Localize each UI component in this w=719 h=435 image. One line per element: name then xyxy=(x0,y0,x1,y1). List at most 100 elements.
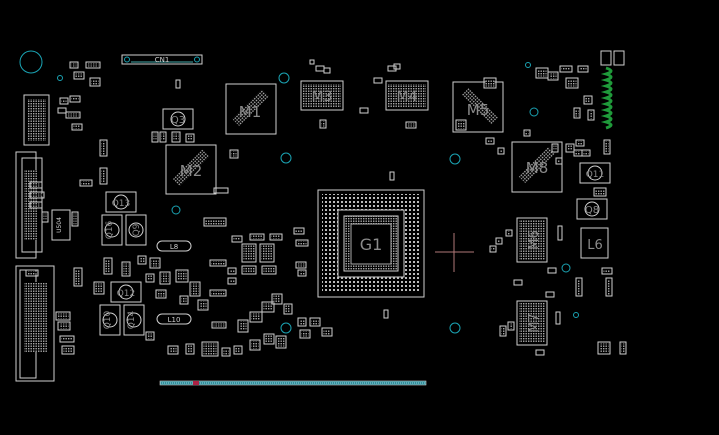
memory-m8[interactable]: M8 xyxy=(511,141,563,193)
smd-component xyxy=(241,243,257,263)
smd-pad xyxy=(169,347,177,353)
smd-component xyxy=(209,259,227,267)
transistor-q10[interactable]: Q10 xyxy=(99,304,121,336)
transistor-q16[interactable]: Q16 xyxy=(101,214,123,246)
transistor-q9[interactable]: Q9 xyxy=(125,214,147,246)
smd-component xyxy=(121,261,131,277)
pcie-edge-connector[interactable] xyxy=(159,380,427,386)
smd-pad xyxy=(251,313,261,321)
memory-m6[interactable]: M6 xyxy=(516,217,548,263)
smd-component xyxy=(201,341,219,357)
l8-label: L8 xyxy=(170,243,178,251)
smd-pad xyxy=(561,67,571,71)
m4-label: M4 xyxy=(397,89,418,105)
smd-pad xyxy=(161,133,165,141)
smd-component xyxy=(73,267,83,287)
smd-pad xyxy=(151,259,159,267)
smd-component xyxy=(249,339,261,351)
transistor-q14[interactable]: Q14 xyxy=(123,304,145,336)
smd-pad xyxy=(223,349,229,355)
m8-label: M8 xyxy=(526,159,549,177)
smd-pad xyxy=(499,149,503,153)
smd-pad xyxy=(181,297,187,303)
smd-pad xyxy=(239,321,247,331)
q14-label: Q14 xyxy=(127,310,137,329)
smd-component xyxy=(389,171,395,181)
connector-cn1[interactable]: CN1 xyxy=(121,54,203,65)
memory-m5[interactable]: M5 xyxy=(452,81,504,133)
smd-component xyxy=(545,291,555,298)
memory-m1[interactable]: M1 xyxy=(225,83,277,135)
smd-component xyxy=(73,71,85,80)
smd-component xyxy=(597,341,611,355)
smd-component xyxy=(601,267,613,275)
smd-pad xyxy=(75,269,81,285)
smd-component xyxy=(137,255,147,265)
smd-pad xyxy=(243,267,255,273)
smd-component xyxy=(547,71,559,81)
smd-pad xyxy=(407,123,415,127)
smd-pad xyxy=(235,347,241,353)
smd-component xyxy=(151,131,159,143)
inductor-l8[interactable]: L8 xyxy=(156,240,192,252)
smd-pad xyxy=(577,141,583,145)
smd-pad xyxy=(607,279,611,295)
transistor-q11[interactable]: Q11 xyxy=(579,162,611,184)
memory-m3[interactable]: M3 xyxy=(300,80,344,111)
memory-m2[interactable]: M2 xyxy=(165,144,217,195)
smd-component xyxy=(309,317,321,327)
q11-label: Q11 xyxy=(586,170,605,180)
smd-component xyxy=(575,277,583,297)
smd-component xyxy=(583,95,593,105)
smd-pad xyxy=(61,337,73,341)
smd-component xyxy=(79,179,93,187)
inductor-l6[interactable]: L6 xyxy=(580,227,609,259)
smd-component xyxy=(69,95,81,103)
smd-component xyxy=(55,311,71,321)
smd-pad xyxy=(205,219,225,225)
smd-pad xyxy=(81,181,91,185)
crosshair-cursor-icon xyxy=(435,233,474,272)
smd-component xyxy=(495,237,503,245)
smd-pad xyxy=(243,245,255,261)
smd-component xyxy=(259,243,275,263)
smd-component xyxy=(29,201,43,209)
smd-pad xyxy=(263,303,273,311)
smd-pad xyxy=(73,213,77,225)
smd-pad xyxy=(31,183,41,187)
smd-pad xyxy=(261,245,273,261)
smd-component xyxy=(59,97,69,105)
transistor-q13[interactable]: Q13 xyxy=(105,191,137,213)
smd-pad xyxy=(105,259,111,273)
smd-component xyxy=(593,187,607,197)
smd-component xyxy=(393,63,401,70)
inductor-l10[interactable]: L10 xyxy=(156,313,192,325)
smd-component xyxy=(185,343,195,355)
smd-component xyxy=(505,229,513,237)
transistor-q12[interactable]: Q12 xyxy=(110,281,142,303)
l6-label: L6 xyxy=(587,238,603,253)
io-connector-top-left[interactable] xyxy=(23,94,50,146)
cn1-label: CN1 xyxy=(155,56,170,64)
chip-u504[interactable]: U504 xyxy=(51,209,71,241)
smd-pad xyxy=(301,331,309,337)
io-connector-vga[interactable] xyxy=(15,265,55,382)
smd-component xyxy=(57,321,71,331)
memory-m7[interactable]: M7 xyxy=(516,300,548,346)
smd-pad xyxy=(575,151,581,155)
transistor-q3[interactable]: Q3 xyxy=(162,108,194,130)
smd-component xyxy=(483,77,497,89)
smd-pad xyxy=(491,247,495,251)
smd-pad xyxy=(577,279,581,295)
via-hole-icon xyxy=(280,152,292,164)
transistor-q8[interactable]: Q8 xyxy=(576,198,608,220)
via-hole-icon xyxy=(449,322,461,334)
gpu-g1[interactable]: G1 xyxy=(317,189,425,298)
smd-pad xyxy=(251,235,263,239)
smd-component xyxy=(155,289,167,299)
smd-component xyxy=(535,349,545,356)
m5-label: M5 xyxy=(467,101,490,119)
memory-m4[interactable]: M4 xyxy=(385,80,429,111)
smd-component xyxy=(295,239,309,247)
